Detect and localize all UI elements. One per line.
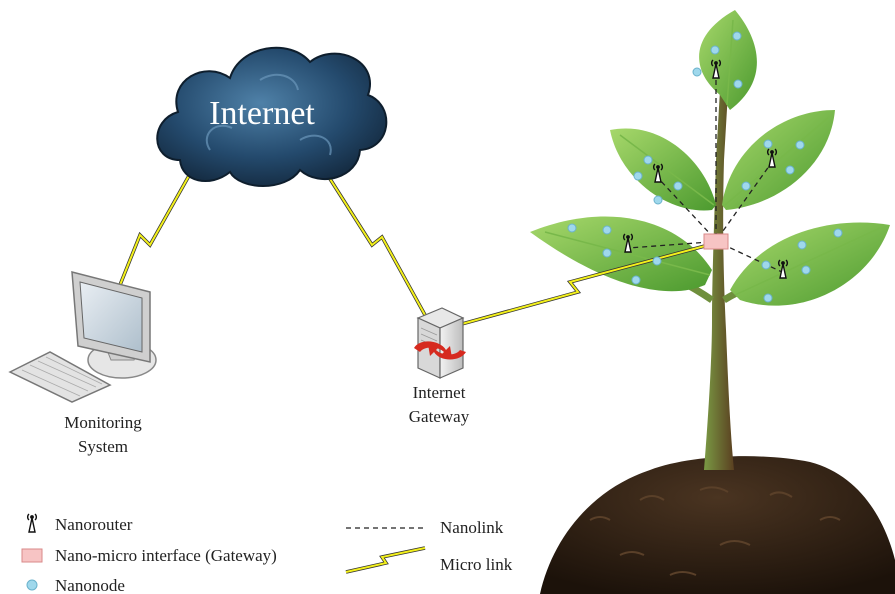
leaf-veins — [544, 19, 881, 296]
leaf-lower-right — [730, 222, 890, 306]
nanolink-upper-right — [717, 161, 773, 239]
nanonode — [653, 195, 663, 205]
monitor-screen — [79, 281, 143, 353]
nanonode — [785, 165, 795, 175]
monitoring-label-line2: System — [78, 437, 128, 456]
leaf-lower-left — [530, 216, 712, 292]
nanonode — [763, 293, 773, 303]
nanonode — [732, 31, 742, 41]
router-arrow-icon — [414, 341, 466, 360]
nanonode — [801, 265, 811, 275]
nanonode — [710, 45, 720, 55]
internet-cloud: Internet — [156, 46, 388, 187]
nanonode — [797, 240, 807, 250]
nanonode — [692, 67, 702, 77]
nanorouter-icon — [778, 259, 788, 279]
nanolink-upper-left — [657, 177, 715, 239]
nanorouter-icon — [653, 163, 663, 183]
gateway-label-line1: Internet — [413, 383, 466, 402]
nanonode — [602, 225, 612, 235]
cloud-label: Internet — [209, 95, 315, 132]
plant — [530, 10, 895, 594]
leaf-upper-left — [610, 128, 716, 211]
nanonode — [643, 155, 653, 165]
plant-stem — [704, 90, 734, 470]
nanorouter-icon — [711, 59, 721, 79]
monitoring-label-line1: Monitoring — [64, 413, 142, 432]
nanonode — [631, 275, 641, 285]
soil-texture — [589, 486, 841, 576]
server-side — [439, 317, 464, 379]
micro-link-cloud-gateway — [316, 159, 427, 316]
internet-gateway: Internet Gateway — [409, 307, 470, 426]
legend-interface-label: Nano-micro interface (Gateway) — [55, 546, 277, 565]
nanonode — [733, 79, 743, 89]
nanonode — [602, 248, 612, 258]
nanorouter-icon — [623, 233, 633, 253]
nanonode — [652, 256, 662, 266]
legend-nanorouter-label: Nanorouter — [55, 515, 133, 534]
legend-nanonode-label: Nanonode — [55, 576, 125, 594]
legend: Nanorouter Nano-micro interface (Gateway… — [21, 513, 513, 594]
legend-interface-icon — [21, 548, 43, 563]
nanorouters — [623, 59, 788, 279]
nanolink-left — [627, 241, 711, 249]
nanorouter-icon — [767, 148, 777, 168]
nanonode — [795, 140, 805, 150]
nanonode — [633, 171, 643, 181]
nanonode — [673, 181, 683, 191]
nanonode — [763, 139, 773, 149]
nanolinks — [627, 78, 783, 273]
gateway-label-line2: Gateway — [409, 407, 470, 426]
micro-link-cloud-monitor — [100, 164, 197, 331]
nanonode — [567, 223, 577, 233]
nanonode — [741, 181, 751, 191]
legend-nanonode-icon — [26, 579, 38, 591]
soil-mound — [540, 456, 895, 594]
nanolink-right — [721, 243, 783, 273]
monitoring-system: Monitoring System — [8, 271, 157, 456]
legend-nanolink-label: Nanolink — [440, 518, 504, 537]
legend-nanorouter-icon — [27, 513, 37, 533]
legend-microlink-icon — [345, 546, 426, 574]
leaf-top — [699, 10, 757, 110]
micro-link-gateway-interface — [439, 241, 717, 332]
nanonode — [761, 260, 771, 270]
nanonode — [833, 228, 843, 238]
nano-micro-interface — [703, 233, 729, 250]
nanonodes — [567, 31, 843, 303]
legend-microlink-label: Micro link — [440, 555, 513, 574]
